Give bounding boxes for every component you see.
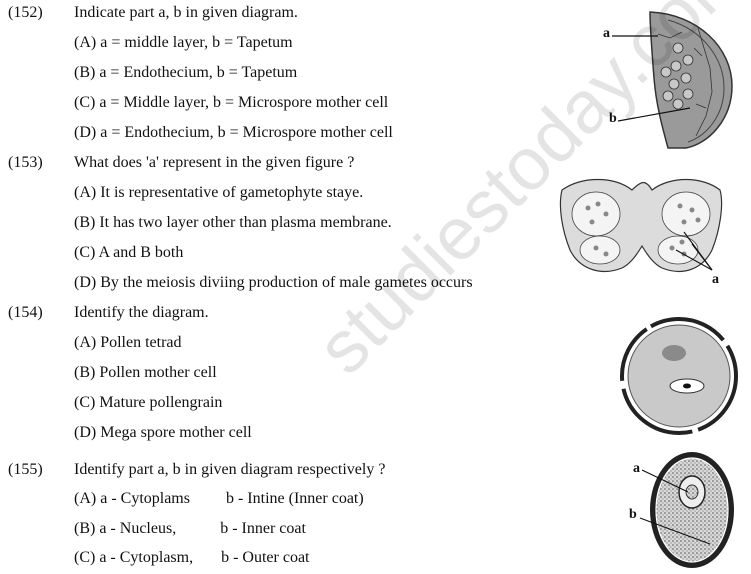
- option-d: (D) By the meiosis diviing production of…: [74, 274, 473, 291]
- label-b-leader: [639, 517, 711, 545]
- option-a: (A) Pollen tetrad: [74, 334, 182, 351]
- question-number: (153): [8, 154, 43, 171]
- figure-label-b: b: [609, 111, 617, 126]
- option-b: (B) Pollen mother cell: [74, 364, 217, 381]
- option-c: (C) a = Middle layer, b = Microspore mot…: [74, 94, 389, 111]
- anther-cross-section-diagram: [559, 179, 723, 272]
- option-a: (A) a = middle layer, b = Tapetum: [74, 34, 293, 51]
- question-text: Identify part a, b in given diagram resp…: [74, 461, 386, 478]
- question-text: Indicate part a, b in given diagram.: [74, 4, 298, 21]
- vegetative-nucleus: [662, 345, 686, 361]
- label-a-leader: [641, 469, 689, 493]
- option-a: (A) a - Cytoplams b - Intine (Inner coat…: [74, 490, 364, 507]
- option-d: (D) a = Endothecium, b = Microspore moth…: [74, 124, 393, 141]
- option-c: (C) Mature pollengrain: [74, 394, 223, 411]
- question-number: (152): [8, 4, 43, 21]
- label-b-leader: [617, 107, 691, 122]
- figure-label-a: a: [603, 26, 610, 41]
- option-c: (C) a - Cytoplasm, b - Outer coat: [74, 549, 310, 566]
- question-number: (154): [8, 304, 43, 321]
- figure-label-b: b: [629, 507, 637, 522]
- option-a: (A) It is representative of gametophyte …: [74, 184, 364, 201]
- option-b: (B) a = Endothecium, b = Tapetum: [74, 64, 298, 81]
- option-b: (B) It has two layer other than plasma m…: [74, 214, 392, 231]
- anther-wall-diagram: [612, 11, 733, 149]
- figure-label-a: a: [633, 461, 640, 476]
- question-text: Identify the diagram.: [74, 304, 209, 321]
- option-b: (B) a - Nucleus, b - Inner coat: [74, 520, 306, 537]
- question-number: (155): [8, 461, 43, 478]
- pollen-grain-diagram: [620, 317, 738, 435]
- figure-label-a: a: [712, 272, 719, 287]
- option-d: (D) Mega spore mother cell: [74, 424, 252, 441]
- option-c: (C) A and B both: [74, 244, 184, 261]
- pollen-cell-diagram: [639, 452, 734, 568]
- question-text: What does 'a' represent in the given fig…: [74, 154, 355, 171]
